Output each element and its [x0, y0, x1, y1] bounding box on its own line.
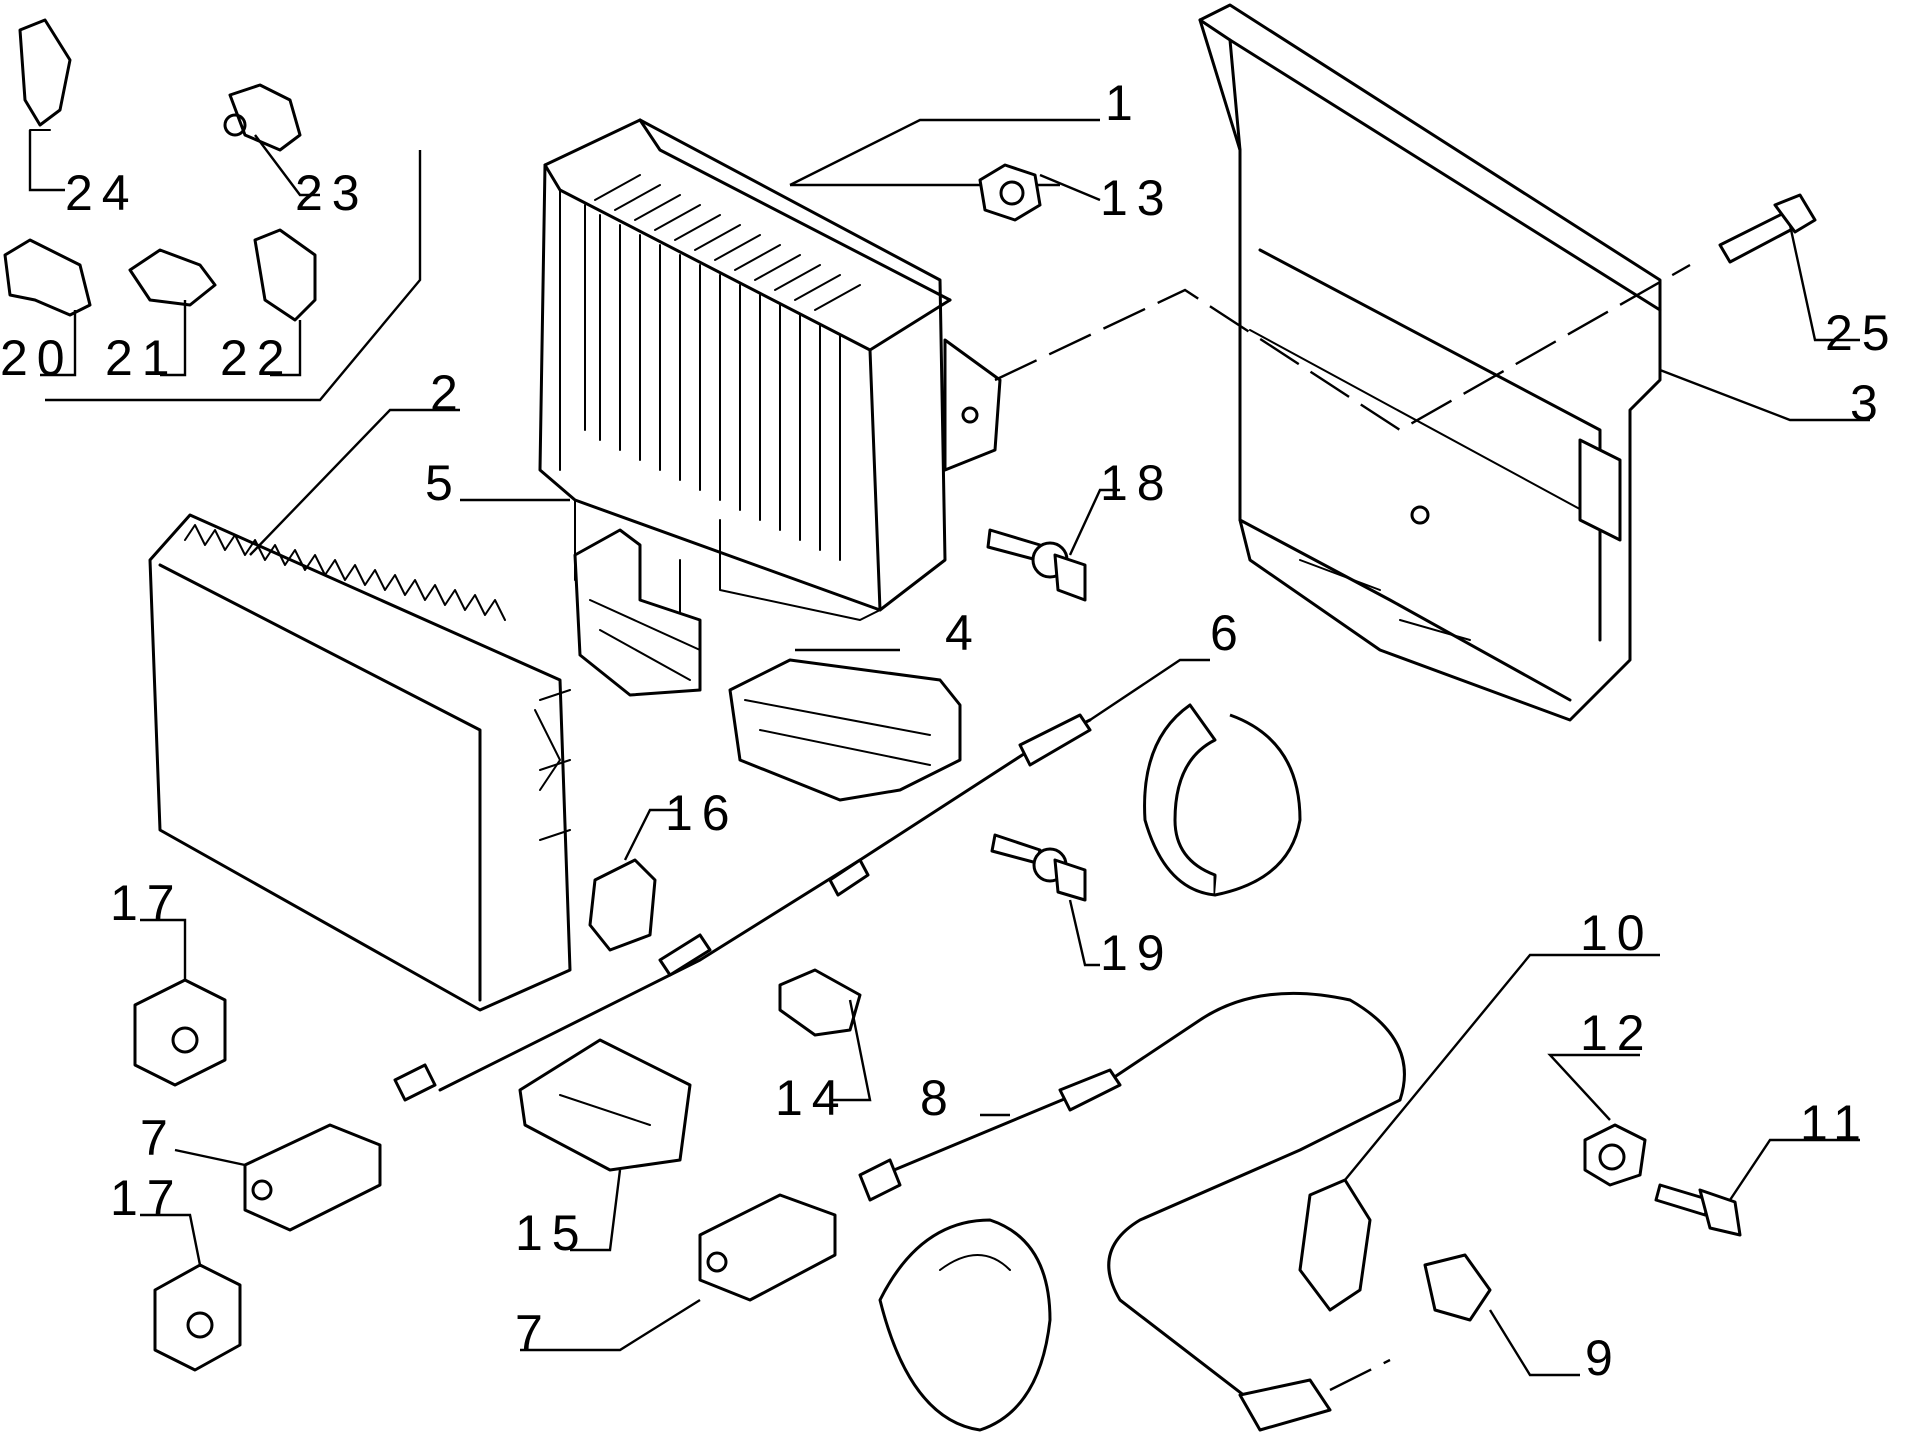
callout-2: 2 — [430, 365, 467, 421]
callout-21: 21 — [105, 330, 179, 386]
part-22-clip — [253, 228, 317, 322]
brake-disc — [878, 1218, 1052, 1432]
part-4-support-bracket — [728, 658, 962, 802]
callout-19: 19 — [1100, 925, 1174, 981]
callout-16: 16 — [665, 785, 739, 841]
part-16-bracket — [588, 858, 657, 952]
part-3-housing-tray — [1198, 3, 1662, 722]
callout-13: 13 — [1100, 170, 1174, 226]
callout-24: 24 — [65, 165, 139, 221]
callout-10: 10 — [1580, 905, 1654, 961]
part-17-cage-nut-lower — [153, 1263, 242, 1372]
part-10-bracket — [1298, 1178, 1372, 1312]
part-11-bolt — [1654, 1183, 1742, 1237]
part-18-bolt — [986, 528, 1087, 602]
callout-25: 25 — [1825, 305, 1899, 361]
part-6-sensor-harness — [393, 713, 1092, 1102]
callout-15: 15 — [515, 1205, 589, 1261]
part-14-bracket — [778, 968, 862, 1037]
callout-4: 4 — [945, 605, 982, 661]
callout-1: 1 — [1105, 75, 1142, 131]
callout-9: 9 — [1585, 1330, 1622, 1386]
cooling-fins — [584, 174, 861, 561]
assembly-axis-lower — [1329, 1358, 1391, 1392]
callout-3: 3 — [1850, 375, 1887, 431]
callout-20: 20 — [0, 330, 74, 386]
callout-23: 23 — [295, 165, 369, 221]
part-15-bracket — [518, 1038, 692, 1172]
part-7-connector-lower — [698, 1193, 837, 1302]
part-19-bolt — [990, 833, 1087, 902]
callout-8: 8 — [920, 1070, 957, 1126]
part-25-bolt — [1718, 193, 1817, 264]
leader-lines — [28, 118, 1870, 1377]
part-17-cage-nut-upper — [133, 978, 227, 1087]
callout-12: 12 — [1580, 1005, 1654, 1061]
part-5-support-bracket — [573, 528, 702, 697]
part-2-cover — [148, 513, 572, 1012]
part-12-nut — [1583, 1123, 1647, 1187]
callout-17-lower: 17 — [110, 1170, 184, 1226]
callout-5: 5 — [425, 455, 462, 511]
callout-11: 11 — [1800, 1095, 1870, 1151]
part-20-clip — [3, 238, 92, 317]
callout-17-upper: 17 — [110, 875, 184, 931]
part-7-connector-upper — [243, 1123, 382, 1232]
callout-18: 18 — [1100, 455, 1174, 511]
part-13-nut — [978, 163, 1042, 222]
part-9-clip — [1423, 1253, 1492, 1322]
part-24-clip — [18, 18, 72, 131]
callout-6: 6 — [1210, 605, 1247, 661]
part-21-clip — [128, 248, 217, 307]
callout-22: 22 — [220, 330, 294, 386]
callout-7-upper: 7 — [140, 1110, 177, 1166]
ring-clamp — [1143, 703, 1302, 897]
callout-7-lower: 7 — [515, 1305, 552, 1361]
callout-14: 14 — [775, 1070, 849, 1126]
part-23-clip — [223, 83, 302, 152]
part-8-sensor-harness — [858, 991, 1406, 1432]
assembly-axis — [994, 263, 1691, 432]
part-1-control-unit — [538, 118, 1060, 641]
